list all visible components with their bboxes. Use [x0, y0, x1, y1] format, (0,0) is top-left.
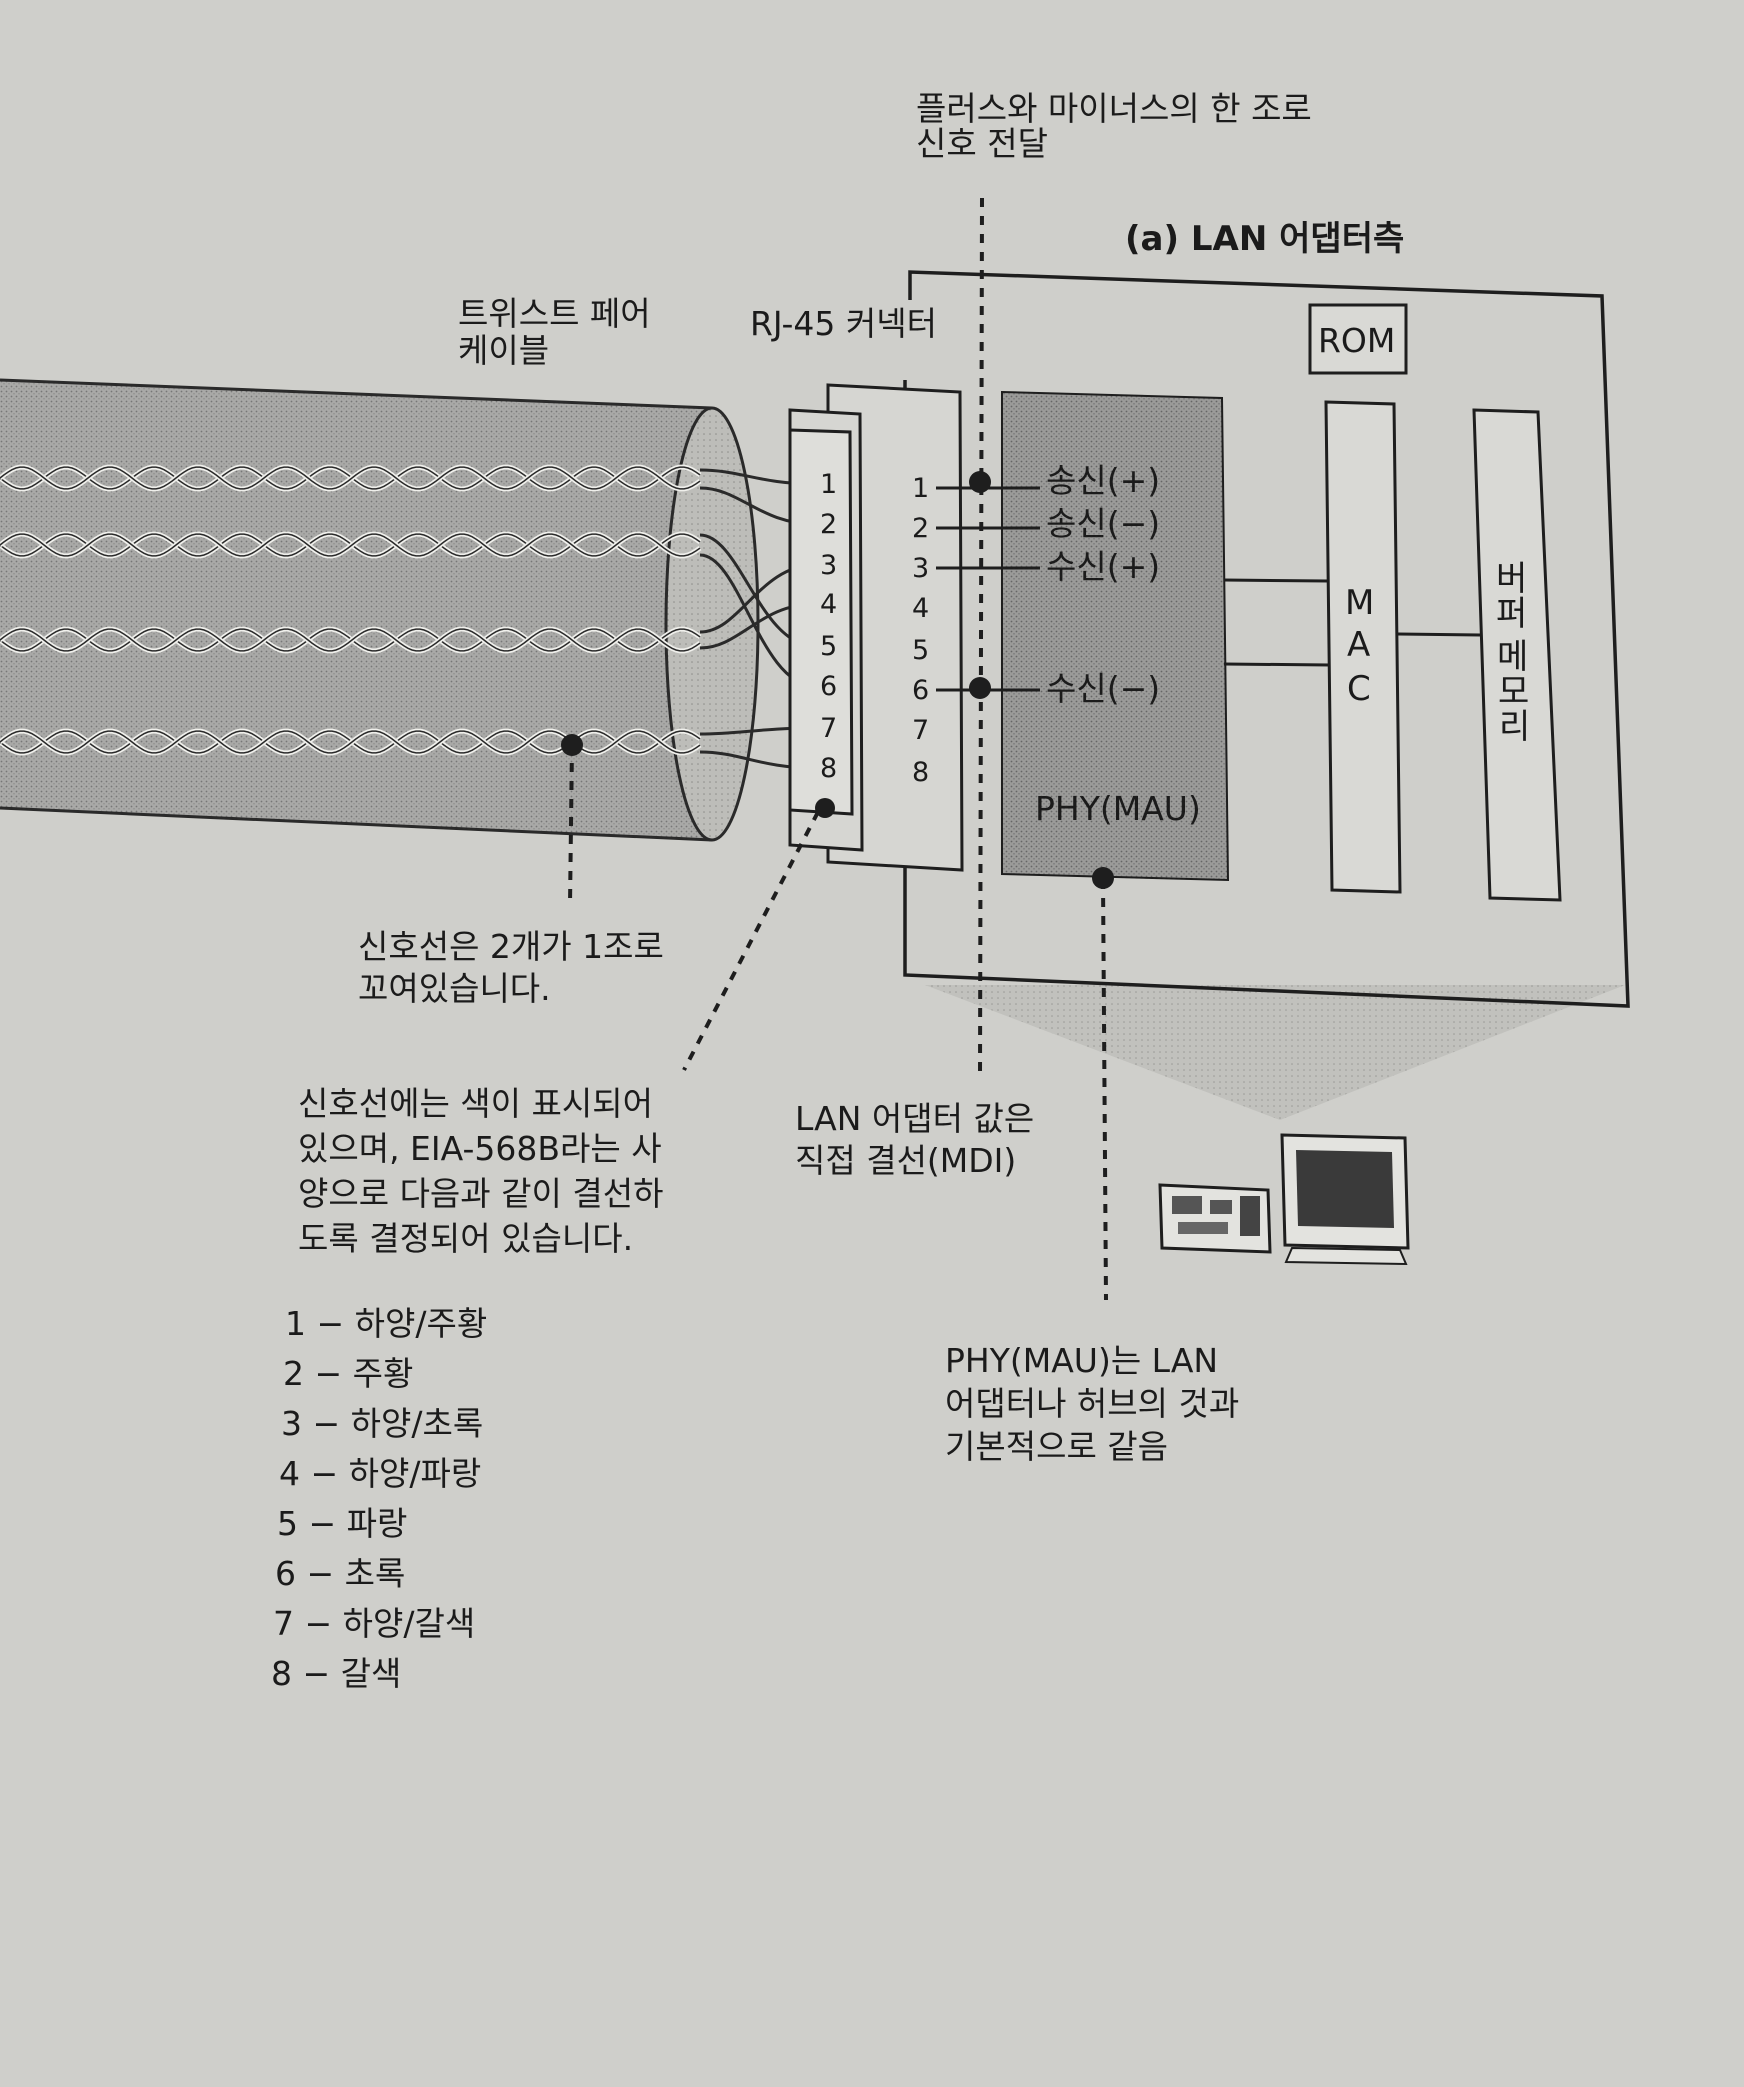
wire-color-item: 3 − 하양/초록: [281, 1404, 483, 1443]
cable-pin-number: 4: [820, 589, 837, 620]
buffer-char: 모: [1498, 672, 1529, 712]
wire-color-item: 2 − 주황: [283, 1354, 413, 1393]
phy-note-line2: 어댑터나 허브의 것과: [945, 1384, 1239, 1423]
wire-color-list: 1 − 하양/주황 2 − 주황 3 − 하양/초록 4 − 하양/파랑 5 − 파랑 6…: [271, 1304, 487, 1693]
phy-note-line1: PHY(MAU)는 LAN: [945, 1341, 1218, 1380]
mdi-note-line2: 직접 결선(MDI): [795, 1141, 1016, 1180]
phy-note-line3: 기본적으로 같음: [945, 1427, 1168, 1466]
connector-pin-number: 6: [912, 675, 929, 706]
connector-pin-numbers: 1 2 3 4 5 6 7 8: [912, 473, 929, 788]
cable-pin-number: 5: [820, 631, 837, 662]
mdi-note-line1: LAN 어댑터 값은: [795, 1099, 1034, 1138]
rom-chip: [1308, 303, 1408, 375]
mac-letter: C: [1347, 669, 1371, 709]
wire-color-item: 8 − 갈색: [271, 1654, 401, 1693]
network-card-icon: [1158, 1183, 1272, 1254]
signal-tx-plus: 송신(+): [1046, 461, 1160, 500]
buffer-memory-label: 버 퍼 메 모 리: [1496, 559, 1530, 747]
bus-lines: [1223, 578, 1481, 667]
projection-shading: [925, 985, 1625, 1120]
header-note-line2: 신호 전달: [916, 124, 1048, 163]
wire-strand-edge: [0, 730, 701, 754]
mac-label: M A C: [1345, 583, 1374, 709]
wire-strand-edge: [0, 533, 701, 557]
rx-minus-dot: [969, 677, 991, 699]
cable-pin-number: 6: [820, 671, 837, 702]
buffer-char: 메: [1497, 637, 1528, 677]
rj45-connector: [788, 383, 964, 872]
connector-pin-number: 2: [912, 513, 929, 544]
leader-lines: [568, 197, 1108, 1301]
lan-adapter-panel: [903, 270, 1630, 1008]
connector-pin-number: 4: [912, 593, 929, 624]
cable-pin-numbers: 1 2 3 4 5 6 7 8: [820, 469, 837, 784]
mac-letter: A: [1347, 625, 1370, 665]
mac-chip: [1324, 400, 1402, 894]
signal-rx-minus: 수신(−): [1046, 669, 1160, 708]
color-note: 신호선에는 색이 표시되어 있으며, EIA-568B라는 사 양으로 다음과 …: [298, 1084, 663, 1258]
twist-note-line1: 신호선은 2개가 1조로: [358, 927, 664, 966]
connector-pin-number: 3: [912, 553, 929, 584]
signal-labels: 송신(+) 송신(−) 수신(+) 수신(−): [1046, 461, 1160, 708]
signal-tx-minus: 송신(−): [1046, 504, 1160, 543]
color-note-line2: 있으며, EIA-568B라는 사: [298, 1129, 662, 1168]
twist-dot: [561, 734, 583, 756]
connector-pin-number: 1: [912, 473, 929, 504]
color-note-line1: 신호선에는 색이 표시되어: [298, 1084, 653, 1123]
tx-plus-dot: [969, 471, 991, 493]
panel-title: (a) LAN 어댑터측: [1125, 219, 1404, 259]
cable-pin-number: 3: [820, 550, 837, 581]
connector-pin-number: 5: [912, 635, 929, 666]
cable-label-line1: 트위스트 페어: [458, 294, 651, 333]
buffer-char: 퍼: [1496, 594, 1527, 634]
twisted-pair-cable: [0, 378, 816, 842]
mac-letter: M: [1345, 583, 1374, 623]
signal-rx-plus: 수신(+): [1046, 547, 1160, 586]
wire-strand-edge: [0, 466, 701, 490]
cable-pin-number: 7: [820, 713, 837, 744]
wire-color-item: 1 − 하양/주황: [285, 1304, 487, 1343]
color-note-line4: 도록 결정되어 있습니다.: [298, 1219, 633, 1258]
wire-strand-edge: [0, 628, 701, 652]
connector-label: RJ-45 커넥터: [750, 304, 937, 343]
color-note-line3: 양으로 다음과 같이 결선하: [298, 1174, 663, 1213]
connector-pin-number: 7: [912, 715, 929, 746]
connector-pin-number: 8: [912, 757, 929, 788]
mdi-note: LAN 어댑터 값은 직접 결선(MDI): [795, 1099, 1034, 1180]
buffer-char: 리: [1499, 707, 1530, 747]
computer-icon: [1280, 1133, 1410, 1266]
rom-label: ROM: [1318, 321, 1395, 360]
twist-note-line2: 꼬여있습니다.: [358, 969, 551, 1008]
wire-color-item: 4 − 하양/파랑: [279, 1454, 481, 1493]
twist-note: 신호선은 2개가 1조로 꼬여있습니다.: [358, 927, 664, 1008]
phy-label: PHY(MAU): [1035, 789, 1201, 828]
cable-label-line2: 케이블: [458, 331, 549, 370]
cable-pin-number: 8: [820, 753, 837, 784]
cable-pin-number: 1: [820, 469, 837, 500]
wire-color-item: 6 − 초록: [275, 1554, 405, 1593]
cable-pin-number: 2: [820, 509, 837, 540]
phy-chip: [1001, 390, 1230, 882]
header-note: 플러스와 마이너스의 한 조로 신호 전달: [916, 89, 1312, 163]
wire-color-item: 5 − 파랑: [277, 1504, 407, 1543]
buffer-memory-chip: [1472, 408, 1562, 902]
connector-latch-dot: [815, 798, 835, 818]
header-note-line1: 플러스와 마이너스의 한 조로: [916, 89, 1312, 128]
phy-note: PHY(MAU)는 LAN 어댑터나 허브의 것과 기본적으로 같음: [945, 1341, 1239, 1466]
phy-dot: [1092, 867, 1114, 889]
buffer-char: 버: [1496, 559, 1527, 599]
wire-color-item: 7 − 하양/갈색: [273, 1604, 475, 1643]
